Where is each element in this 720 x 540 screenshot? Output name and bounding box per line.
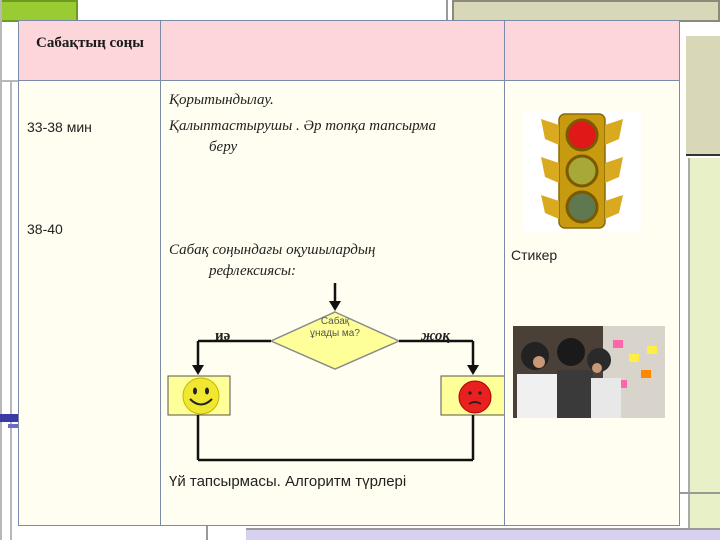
frame-right-line <box>686 154 720 156</box>
frame-khaki-block <box>452 0 720 22</box>
sticker-label: Стикер <box>511 247 558 263</box>
traffic-light-icon <box>541 113 623 229</box>
frame-bottom-bar <box>246 528 720 540</box>
formative-text-cont: беру <box>209 139 238 155</box>
frame-right-column <box>688 158 720 540</box>
time-33-38: 33-38 мин <box>27 119 92 135</box>
homework-text: Үй тапсырмасы. Алгоритм түрлері <box>169 473 407 490</box>
yes-label: иә <box>215 328 231 344</box>
header-cell-lesson-end: Сабақтың соңы <box>36 35 144 51</box>
time-38-40: 38-40 <box>27 221 63 237</box>
happy-face-icon <box>182 377 220 415</box>
reflection-flowchart <box>167 283 504 462</box>
column-separator-2 <box>504 21 505 525</box>
decision-question-line2: ұнады ма? <box>310 328 360 339</box>
formative-text: Қалыптастырушы . Әр топқа тапсырма <box>169 118 436 134</box>
frame-green-block <box>0 0 78 22</box>
reflection-text: Сабақ соңындағы оқушылардың <box>169 242 376 258</box>
frame-blue-bar <box>0 414 22 422</box>
decision-question-line1: Сабақ <box>320 316 350 327</box>
decision-question: Сабақ ұнады ма? <box>305 316 365 340</box>
frame-right-strip <box>686 36 720 156</box>
no-label: жоқ <box>421 328 451 344</box>
students-photo <box>513 326 665 418</box>
frame-blue-bar-2 <box>8 424 22 428</box>
summary-text: Қорытындылау. <box>169 92 274 108</box>
column-separator-1 <box>160 21 161 525</box>
lesson-plan-table: Сабақтың соңы 33-38 мин 38-40 Қорытындыл… <box>18 20 680 526</box>
decision-diamond <box>269 311 401 370</box>
frame-top-line <box>80 0 448 20</box>
frame-left-line-2 <box>10 80 12 540</box>
reflection-text-cont: рефлексиясы: <box>209 263 297 279</box>
frame-left-line <box>0 0 2 540</box>
frame-left-tick <box>0 80 22 82</box>
table-header-row: Сабақтың соңы <box>19 21 679 81</box>
traffic-light-image <box>523 111 641 231</box>
sad-face-icon <box>458 380 492 414</box>
